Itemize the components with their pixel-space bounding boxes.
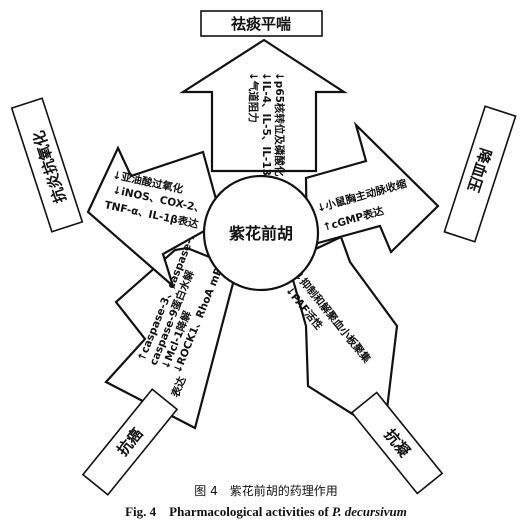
figure-caption-en-species: P. decursivum [331,504,407,519]
arrow-top: ↓气道阻力 ↓IL-4、IL-5、IL-13 ↓p65核转位及磷酸化 [179,38,348,177]
center-node: 紫花前胡 [202,174,320,292]
effect-box-top: 祛痰平喘 [200,10,323,37]
mech-top-1: ↓气道阻力 [247,72,260,123]
effect-box-bottom-left: 抗癌 [81,388,179,496]
arrow-left: ↓亚油酸过氧化 ↓iNOS、COX-2、 TNF-α、IL-1β表达 [86,145,224,290]
figure-caption-zh: 图 4 紫花前胡的药理作用 [194,484,338,498]
center-label: 紫花前胡 [229,224,293,243]
effect-box-right: 降血压 [443,105,517,243]
mech-top-3: ↓p65核转位及磷酸化 [273,72,286,177]
arrow-right: ↓小鼠胸主动脉收缩 ↑cGMP表达 [304,121,440,254]
effect-box-left: 抗炎抗氧化 [10,97,84,233]
effect-label-top: 祛痰平喘 [231,15,291,33]
figure-caption-en: Fig. 4 Pharmacological activities of P. … [0,501,532,520]
effect-box-bottom-right: 抗凝 [350,391,444,495]
mech-top-2: ↓IL-4、IL-5、IL-13 [260,72,272,176]
figure-caption-en-prefix: Fig. 4 Pharmacological activities of [125,504,332,519]
